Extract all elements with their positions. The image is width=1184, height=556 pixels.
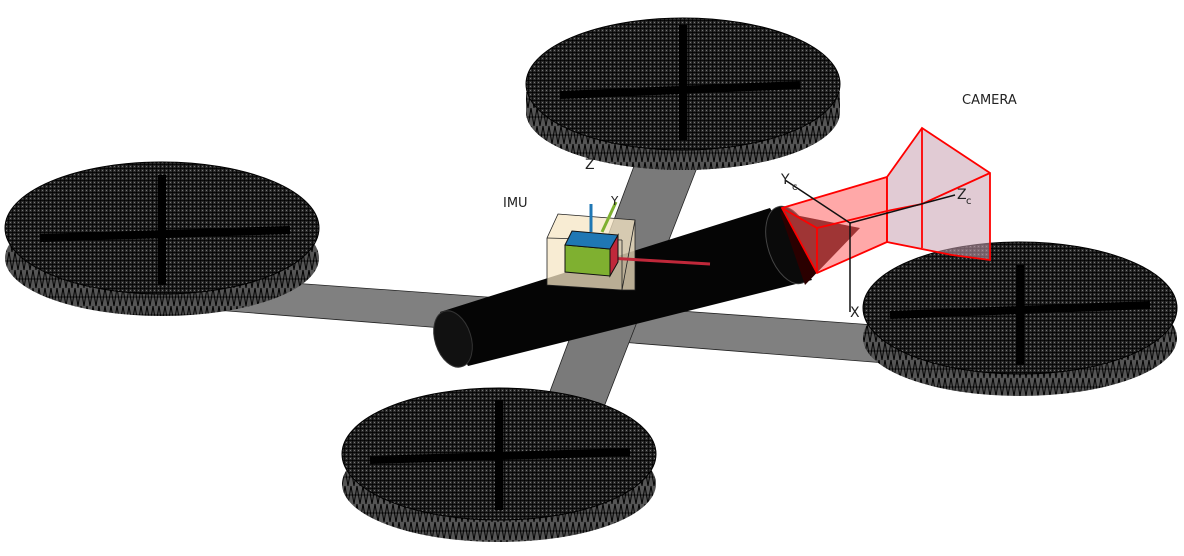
camera-y-label: Y [780, 172, 790, 188]
rotor-bottom [341, 387, 657, 542]
rotor-right [862, 241, 1178, 396]
imu-sensor [546, 201, 711, 291]
camera-axes [784, 179, 956, 312]
imu-label: IMU [503, 196, 528, 211]
camera-x-label: X [850, 305, 860, 321]
imu-x-axis [607, 256, 711, 266]
rotor-left [4, 161, 320, 316]
camera-label: CAMERA [962, 93, 1017, 108]
camera-frustum [780, 126, 991, 275]
rotor-top [525, 17, 841, 170]
imu-z-label: Z [585, 157, 595, 173]
camera-y-sub: c [792, 182, 798, 193]
imu-y-axis [600, 201, 618, 233]
imu-y-label: Y [610, 194, 619, 208]
camera-z-label: Z [957, 187, 967, 203]
camera-z-sub: c [966, 196, 972, 207]
